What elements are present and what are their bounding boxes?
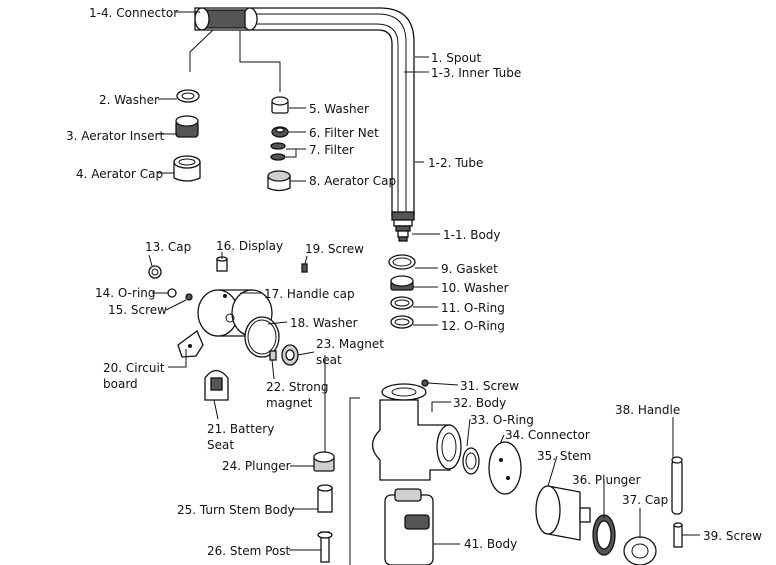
label-filter-net: 6. Filter Net	[309, 126, 379, 140]
label-screw-39: 39. Screw	[703, 529, 762, 543]
display-drawing	[216, 256, 228, 272]
label-o-ring-11: 11. O-Ring	[441, 301, 505, 315]
o-ring-11-drawing	[390, 296, 414, 310]
filter-net-drawing	[271, 126, 289, 138]
plunger-36-drawing	[592, 514, 616, 556]
part-labels: 1-4. Connector 1. Spout 1-3. Inner Tube …	[66, 6, 762, 558]
label-magnet-seat-line1: 23. Magnet	[316, 337, 384, 351]
label-filter: 7. Filter	[309, 143, 354, 157]
washer-5-drawing	[271, 96, 289, 114]
cap-13-drawing	[148, 265, 162, 279]
label-o-ring-14: 14. O-ring	[95, 286, 156, 300]
label-screw-19: 19. Screw	[305, 242, 364, 256]
leader-lines	[148, 11, 700, 551]
label-o-ring-12: 12. O-Ring	[441, 319, 505, 333]
label-handle-38: 38. Handle	[615, 403, 680, 417]
label-washer-2: 2. Washer	[99, 93, 159, 107]
label-inner-tube: 1-3. Inner Tube	[431, 66, 521, 80]
label-magnet-seat-line2: seat	[316, 353, 342, 367]
label-spout: 1. Spout	[431, 51, 481, 65]
stem-post-drawing	[317, 531, 333, 563]
connector-34-drawing	[488, 441, 522, 495]
label-tube: 1-2. Tube	[428, 156, 483, 170]
label-body-1-1: 1-1. Body	[443, 228, 501, 242]
label-circuit-board-line1: 20. Circuit	[103, 361, 165, 375]
screw-19-drawing	[301, 263, 308, 273]
label-washer-18: 18. Washer	[290, 316, 358, 330]
aerator-cap-8-drawing	[267, 170, 291, 192]
label-connector-1-4: 1-4. Connector	[89, 6, 178, 20]
label-washer-5: 5. Washer	[309, 102, 369, 116]
label-stem-35: 35. Stem	[537, 449, 591, 463]
o-ring-14-drawing	[167, 288, 177, 298]
o-ring-33-drawing	[462, 447, 480, 475]
label-body-41: 41. Body	[464, 537, 517, 551]
spout-drawing	[194, 7, 415, 242]
battery-seat-drawing	[204, 369, 229, 401]
label-battery-seat-line1: 21. Battery	[207, 422, 274, 436]
label-stem-post: 26. Stem Post	[207, 544, 291, 558]
label-plunger-36: 36. Plunger	[572, 473, 641, 487]
label-connector-34: 34. Connector	[505, 428, 590, 442]
label-battery-seat-line2: Seat	[207, 438, 234, 452]
label-gasket: 9. Gasket	[441, 262, 498, 276]
label-plunger-24: 24. Plunger	[222, 459, 291, 473]
label-cap-13: 13. Cap	[145, 240, 191, 254]
screw-15-drawing	[185, 293, 193, 301]
plunger-24-drawing	[313, 451, 335, 472]
valve-body-drawing	[349, 379, 462, 565]
magnet-seat-drawing	[281, 344, 299, 366]
label-aerator-cap-4: 4. Aerator Cap	[76, 167, 163, 181]
label-strong-magnet-line2: magnet	[266, 396, 313, 410]
label-aerator-cap-8: 8. Aerator Cap	[309, 174, 396, 188]
body-41-drawing	[384, 488, 434, 565]
aerator-cap-4-drawing	[173, 155, 201, 182]
label-screw-15: 15. Screw	[108, 303, 167, 317]
washer-18-drawing	[244, 316, 280, 358]
gasket-drawing	[388, 254, 416, 270]
handle-drawing	[671, 456, 683, 515]
washer-2-drawing	[176, 89, 200, 103]
cap-37-drawing	[623, 536, 657, 565]
label-screw-31: 31. Screw	[460, 379, 519, 393]
label-washer-10: 10. Washer	[441, 281, 509, 295]
label-body-32: 32. Body	[453, 396, 506, 410]
label-display: 16. Display	[216, 239, 283, 253]
o-ring-12-drawing	[390, 315, 414, 329]
label-circuit-board-line2: board	[103, 377, 138, 391]
filter-drawing	[270, 142, 286, 161]
label-handle-cap: 17. Handle cap	[264, 287, 355, 301]
label-aerator-insert: 3. Aerator Insert	[66, 129, 164, 143]
label-strong-magnet-line1: 22. Strong	[266, 380, 328, 394]
screw-39-drawing	[673, 522, 683, 548]
aerator-insert-drawing	[175, 115, 199, 138]
label-cap-37: 37. Cap	[622, 493, 668, 507]
turn-stem-body-drawing	[317, 484, 333, 513]
label-turn-stem-body: 25. Turn Stem Body	[177, 503, 295, 517]
circuit-board-drawing	[177, 329, 204, 358]
washer-10-drawing	[390, 275, 414, 291]
stem-drawing	[535, 485, 591, 541]
label-o-ring-33: 33. O-Ring	[470, 413, 534, 427]
strong-magnet-drawing	[269, 350, 277, 361]
